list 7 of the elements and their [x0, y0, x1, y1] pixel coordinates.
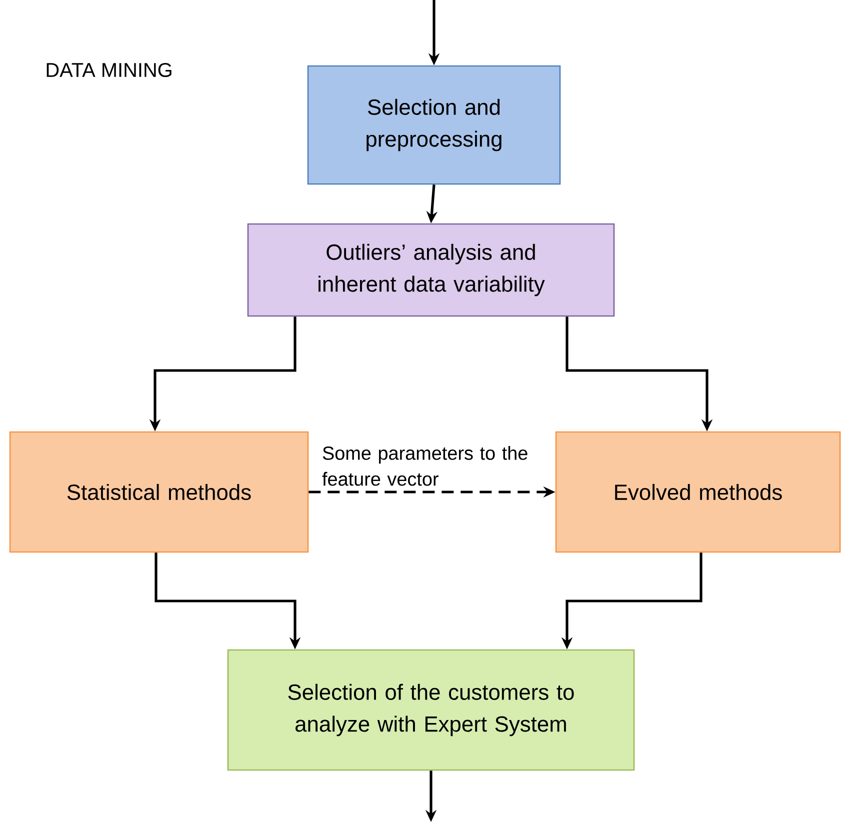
process-box: Statistical methods — [9, 431, 309, 553]
process-box: Evolved methods — [555, 431, 841, 553]
process-box: Selection and preprocessing — [307, 65, 561, 185]
edge-label: Some parameters to the feature vector — [321, 445, 543, 487]
process-box: Selection of the customers to analyze with Expert System — [227, 649, 635, 771]
heading: DATA MINING — [46, 62, 172, 78]
process-box: Outliers’ analysis and inherent data variability — [247, 223, 615, 317]
